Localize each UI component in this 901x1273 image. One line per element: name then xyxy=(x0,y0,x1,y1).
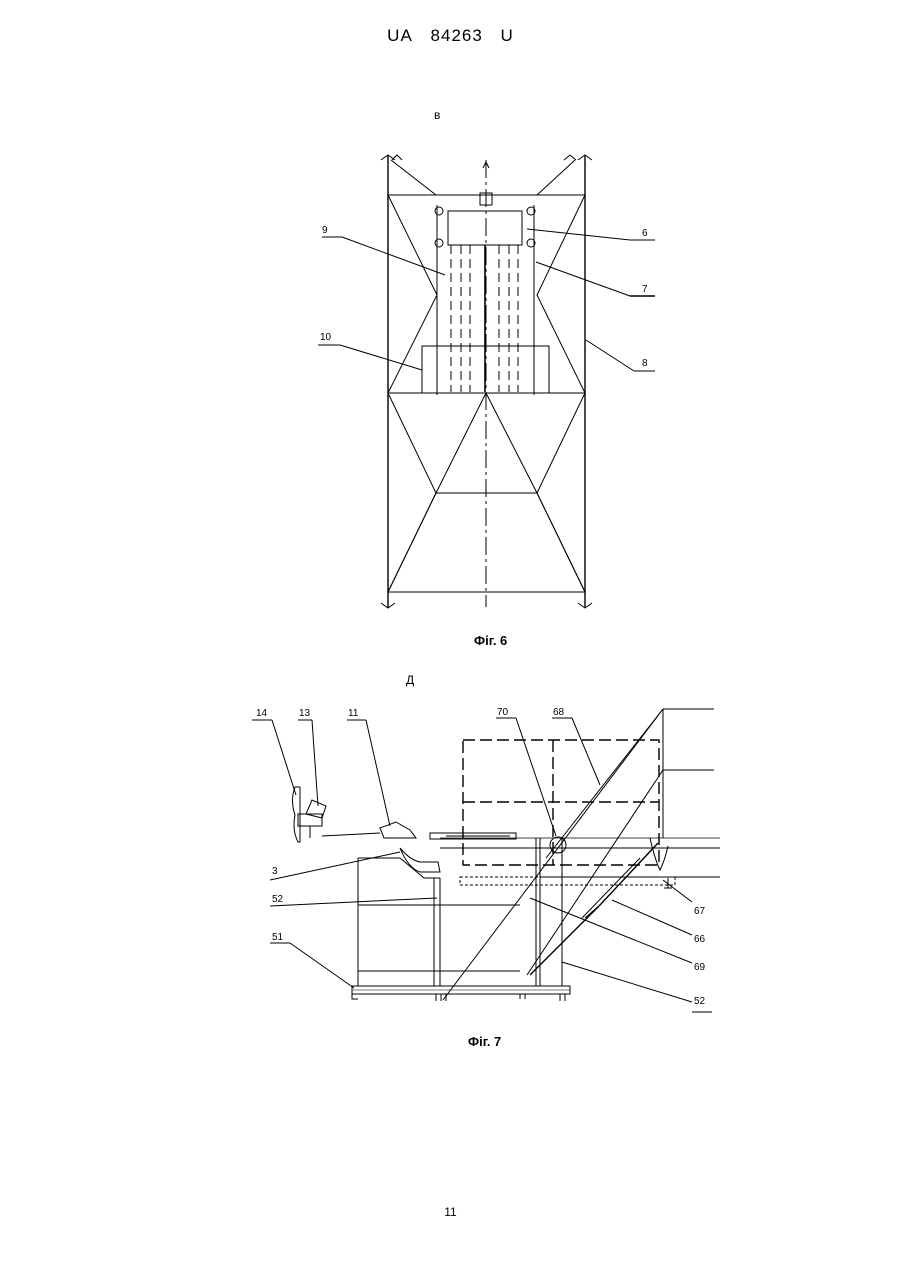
page-number: 11 xyxy=(0,1205,901,1219)
label-6: 6 xyxy=(642,228,648,239)
label-67: 67 xyxy=(694,906,706,917)
label-10: 10 xyxy=(320,332,332,343)
label-9: 9 xyxy=(322,225,328,236)
fig7-caption: Фіг. 7 xyxy=(468,1034,501,1049)
label-8: 8 xyxy=(642,358,648,369)
label-52-left: 52 xyxy=(272,894,284,905)
label-51: 51 xyxy=(272,932,284,943)
label-70: 70 xyxy=(497,707,509,718)
label-14: 14 xyxy=(256,708,268,719)
fig7-view-letter: Д xyxy=(406,673,414,687)
label-11: 11 xyxy=(348,708,359,719)
label-3: 3 xyxy=(272,866,278,877)
label-13: 13 xyxy=(299,708,311,719)
figure7-drawing xyxy=(252,709,720,1012)
label-52-right: 52 xyxy=(694,996,706,1007)
label-66: 66 xyxy=(694,934,706,945)
fig6-caption: Фіг. 6 xyxy=(474,633,507,648)
figure7-labels: 14 13 11 70 68 3 52 51 67 66 69 52 xyxy=(256,707,706,1007)
figure6-drawing xyxy=(318,155,655,608)
label-69: 69 xyxy=(694,962,706,973)
label-7: 7 xyxy=(642,284,648,295)
label-68: 68 xyxy=(553,707,565,718)
